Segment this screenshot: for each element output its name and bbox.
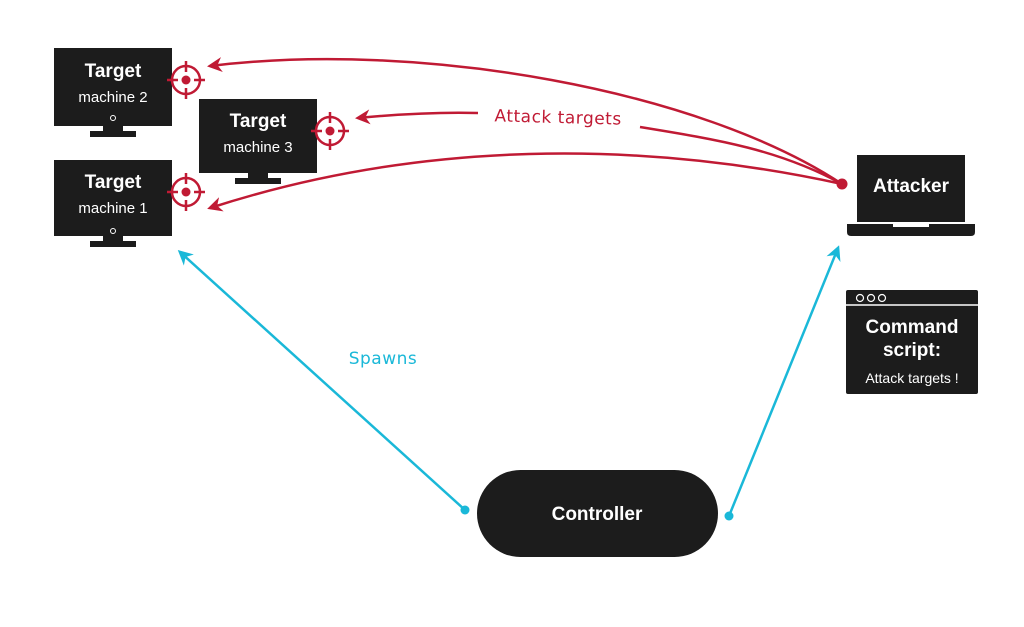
attacker-laptop: Attacker	[847, 155, 975, 236]
target-machine-1: Target machine 1	[54, 160, 172, 247]
monitor-stand	[90, 131, 136, 137]
command-script-body: Attack targets !	[865, 370, 958, 386]
monitor-bezel	[54, 118, 172, 126]
command-script-window: Command script: Attack targets !	[846, 290, 978, 394]
monitor-stand	[90, 241, 136, 247]
target-machine-3: Target machine 3	[199, 99, 317, 184]
attack-edge-to-target3	[639, 125, 843, 186]
controller-pill	[477, 470, 718, 557]
target-machine-2: Target machine 2	[54, 48, 172, 137]
attack-edge-to-target2	[207, 57, 843, 186]
spawn-edge-to-target1	[177, 249, 466, 511]
laptop-base	[847, 224, 975, 236]
attack-edge-to-target1	[207, 152, 843, 212]
spawn-edge-origin-dot-right	[724, 511, 734, 521]
laptop-screen	[857, 155, 965, 222]
attack-edge-label: Attack targets	[494, 106, 622, 129]
spawn-edge-origin-dot-left	[460, 505, 470, 515]
target-machine-3-subtitle: machine 3	[223, 139, 292, 156]
attacker-title: Attacker	[873, 176, 950, 197]
crosshair-icon	[311, 112, 349, 150]
target-machine-2-subtitle: machine 2	[78, 89, 147, 106]
monitor-power-dot	[110, 115, 116, 121]
attack-edge-to-target3-head	[355, 109, 479, 125]
monitor-stand	[235, 178, 281, 184]
window-dots-icon	[855, 293, 887, 303]
monitor-power-dot	[110, 228, 116, 234]
window-frame	[846, 290, 978, 394]
controller-node: Controller	[477, 470, 718, 557]
target-machine-3-title: Target	[230, 111, 287, 132]
spawn-edge-to-attacker	[727, 245, 841, 517]
laptop-notch	[893, 224, 929, 227]
crosshair-icon	[167, 173, 205, 211]
spawn-edges: Spawns	[177, 245, 841, 521]
attacker-edge-origin-dot	[836, 178, 848, 190]
spawn-edge-label: Spawns	[349, 349, 418, 369]
monitor-screen	[199, 99, 317, 173]
target-machine-1-title: Target	[85, 172, 142, 193]
monitor-screen	[54, 48, 172, 124]
monitor-neck	[103, 126, 123, 131]
monitor-screen	[54, 160, 172, 236]
monitor-neck	[248, 173, 268, 178]
target-machine-1-subtitle: machine 1	[78, 200, 147, 217]
command-script-title-line2: script:	[883, 340, 941, 361]
attack-edges: Attack targets	[207, 57, 848, 212]
controller-title: Controller	[552, 504, 643, 525]
crosshair-icon	[167, 61, 205, 99]
monitor-neck	[103, 236, 123, 241]
command-script-title-line1: Command	[866, 317, 959, 338]
target-machine-2-title: Target	[85, 61, 142, 82]
